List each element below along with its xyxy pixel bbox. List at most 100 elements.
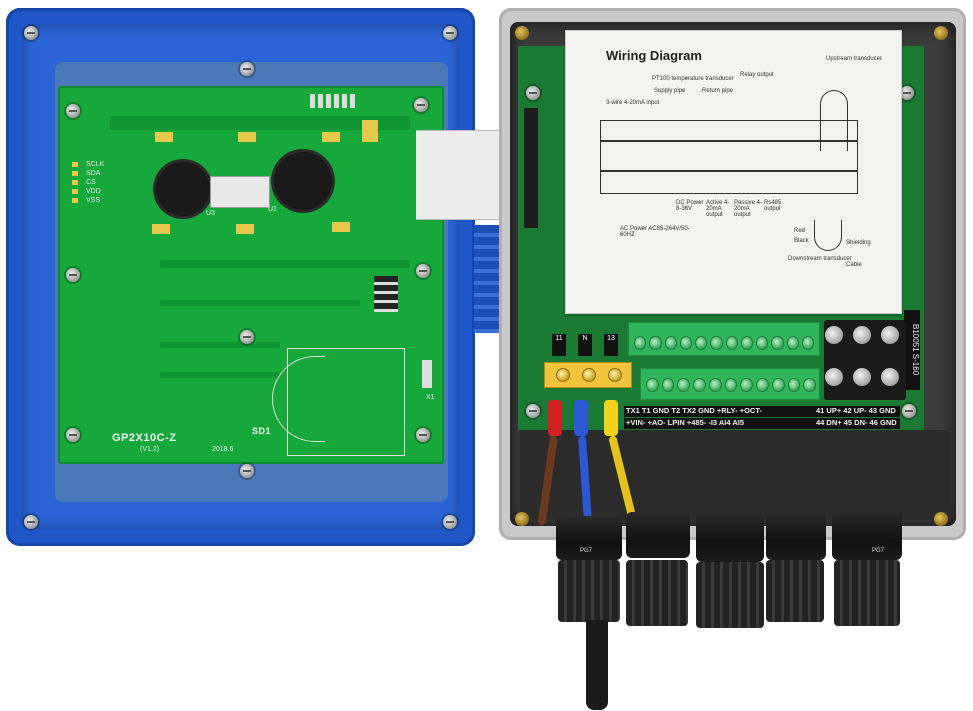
label-text: Red [794, 228, 806, 234]
terminal-screw [661, 378, 675, 392]
transducer-terminal-screw [881, 368, 899, 386]
silk-x1: X1 [426, 394, 435, 401]
silk-sd1: SD1 [252, 426, 272, 436]
buzzer-right [274, 152, 332, 210]
ic-label-sticker [210, 176, 270, 208]
terminal-screw [786, 336, 799, 350]
pcb-trace [160, 342, 280, 348]
transducer-terminal-screw [825, 326, 843, 344]
terminal-screw [801, 336, 814, 350]
terminal-screw [740, 336, 753, 350]
smd-pad [152, 224, 170, 234]
pcb-mount-screw [416, 428, 430, 442]
terminal-strip-label-top: TX1 T1 GND T2 TX2 GND +RLY- +OCT- [624, 406, 816, 417]
pcb-mount-screw [240, 330, 254, 344]
gland-marking: PG7 [872, 548, 885, 554]
smd-pad [332, 222, 350, 232]
lid-hinge-ribs [474, 225, 500, 333]
terminal-screw [787, 378, 801, 392]
ribbon-connector [524, 108, 538, 228]
smd-pad [238, 132, 256, 142]
cable-entry-area [520, 430, 950, 520]
label-text: Return pipe [702, 88, 734, 94]
pcb-trace [110, 116, 410, 130]
buzzer-left [156, 162, 210, 216]
terminal-screw [708, 378, 722, 392]
label-text: AC Power AC85-264V/50-60HZ [620, 226, 690, 238]
terminal-screw [679, 336, 692, 350]
crystal-x1 [422, 360, 432, 388]
cable-gland-cap [834, 560, 900, 626]
capacitor [362, 120, 378, 142]
cable-gland-nut [766, 512, 826, 560]
pcb-mount-screw [66, 104, 80, 118]
terminal-screws-bottom [646, 378, 817, 392]
lid-corner-screw [443, 26, 457, 40]
terminal-screw [725, 336, 738, 350]
header-pads [72, 162, 78, 206]
transducer-terminal-screw [825, 368, 843, 386]
silk-u3: U3 [206, 210, 215, 217]
right-strip-label-top: 41 UP+ 42 UP- 43 GND [814, 406, 900, 417]
power-terminal-screw [556, 368, 570, 382]
label-text: PT100 temperature transducer [652, 76, 734, 82]
wiring-diagram-label [565, 30, 902, 314]
power-terminal-screw [582, 368, 596, 382]
main-pcb-screw [526, 86, 540, 100]
wire-ferrule-yellow [604, 400, 618, 436]
terminal-screws-top [634, 336, 814, 350]
cable-gland-cap [696, 562, 764, 628]
terminal-screw [740, 378, 754, 392]
pin-label: VDD [86, 188, 101, 195]
lid-corner-screw [24, 26, 38, 40]
pcb-date-silkscreen: 2018.6 [212, 446, 234, 453]
label-line [600, 170, 858, 172]
terminal-screw [803, 378, 817, 392]
smd-pad [236, 224, 254, 234]
terminal-screw [756, 378, 769, 392]
main-pcb-screw [900, 86, 914, 100]
pcb-model-silkscreen: GP2X10C-Z [112, 432, 177, 444]
label-text: Passive 4-20mA output [734, 200, 763, 218]
lid-corner-screw [443, 515, 457, 529]
cable-gland-cap [766, 560, 824, 622]
main-pcb-screw [902, 404, 916, 418]
power-terminal-label: 13 [604, 334, 618, 356]
lid-corner-screw [24, 515, 38, 529]
display-pcb [58, 86, 444, 464]
label-text: Rs485 output [764, 200, 782, 212]
base-corner-insert [934, 512, 948, 526]
power-terminal-label: N [578, 334, 592, 356]
terminal-screw [771, 378, 785, 392]
silk-u1: U1 [268, 206, 277, 213]
power-terminal-label: 11 [552, 334, 566, 356]
cable-gland-cap [558, 560, 620, 622]
power-terminal-screw [608, 368, 622, 382]
terminal-screw [634, 336, 647, 350]
main-pcb-screw [526, 404, 540, 418]
terminal-screw [756, 336, 769, 350]
label-text: Downstream transducer [788, 256, 852, 262]
transducer-terminal-screw [853, 326, 871, 344]
label-text: Upstream transducer [826, 56, 883, 62]
label-text: Relay output [740, 72, 774, 78]
pcb-mount-screw [66, 428, 80, 442]
terminal-screw [724, 378, 738, 392]
terminal-screw [695, 336, 708, 350]
label-text: DC Power 8-36V [676, 200, 704, 212]
terminal-screw [771, 336, 784, 350]
terminal-screw [649, 336, 662, 350]
pcb-trace [160, 260, 410, 268]
label-text: 3-wire 4-20mA input [606, 100, 660, 106]
cable-gland-nut [696, 512, 764, 562]
header-pin-labels: SCLK SDA CS VDD VSS [86, 160, 104, 205]
pcb-trace [160, 372, 280, 378]
terminal-screw [693, 378, 706, 392]
lid-clip-screw [240, 464, 254, 478]
label-terminal-diagram [600, 120, 858, 194]
base-corner-insert [515, 512, 529, 526]
transducer-terminal-screw [881, 326, 899, 344]
cable-gland-nut [832, 510, 902, 560]
base-corner-insert [515, 26, 529, 40]
pcb-trace [160, 300, 360, 306]
